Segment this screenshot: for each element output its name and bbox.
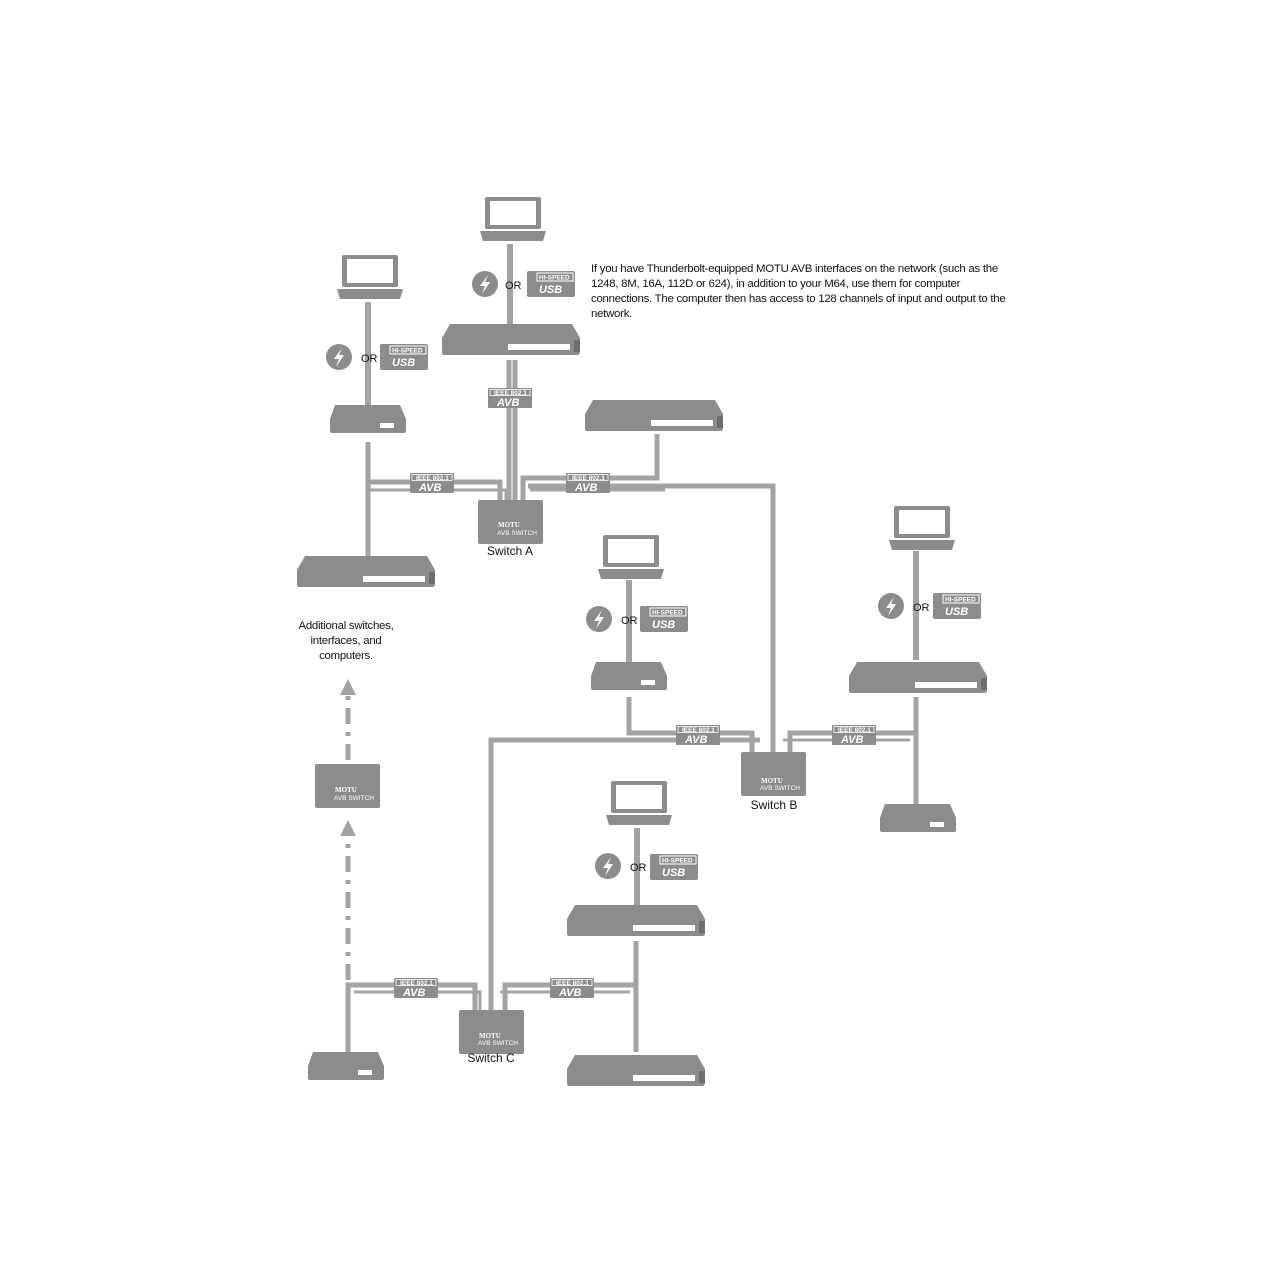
avb-badge-icon: IEEE 802.1 AVB <box>832 725 876 746</box>
svg-text:AVB: AVB <box>574 482 597 494</box>
connection-option: OR HI-SPEED USB <box>586 606 688 632</box>
svg-text:AVB SWITCH: AVB SWITCH <box>478 1040 518 1047</box>
usb-badge-icon: HI-SPEED USB <box>650 854 698 880</box>
usb-badge-icon: HI-SPEED USB <box>933 593 981 619</box>
connection-option: OR HI-SPEED USB <box>326 344 428 370</box>
svg-text:AVB: AVB <box>558 987 581 999</box>
or-label: OR <box>361 353 378 365</box>
svg-text:IEEE 802.1: IEEE 802.1 <box>572 475 605 482</box>
switch-a-label: Switch A <box>487 544 533 558</box>
svg-text:HI-SPEED: HI-SPEED <box>652 610 683 617</box>
svg-text:HI-SPEED: HI-SPEED <box>945 597 976 604</box>
svg-text:USB: USB <box>662 867 685 879</box>
svg-text:USB: USB <box>392 357 415 369</box>
switch-c: MOTU AVB SWITCH Switch C <box>459 1010 524 1065</box>
laptop-icon <box>480 197 546 241</box>
interface-icon <box>880 804 956 832</box>
interface-icon <box>585 400 723 431</box>
connection-option: OR HI-SPEED USB <box>595 853 698 880</box>
interface-icon <box>591 662 667 690</box>
additional-switch: MOTU AVB SWITCH <box>315 764 380 808</box>
svg-text:MOTU: MOTU <box>335 786 357 794</box>
thunderbolt-icon <box>595 853 621 879</box>
svg-text:USB: USB <box>539 284 562 296</box>
or-label: OR <box>505 280 522 292</box>
thunderbolt-icon <box>878 593 904 619</box>
interface-icon <box>330 405 406 433</box>
laptop-icon <box>337 255 403 299</box>
avb-badge-icon: IEEE 802.1 AVB <box>410 473 454 494</box>
svg-text:AVB: AVB <box>418 482 441 494</box>
switch-b-label: Switch B <box>751 798 798 812</box>
thunderbolt-note: If you have Thunderbolt-equipped MOTU AV… <box>591 263 1006 320</box>
laptop-icon <box>889 506 955 550</box>
svg-text:IEEE 802.1: IEEE 802.1 <box>494 390 527 397</box>
thunderbolt-icon <box>586 606 612 632</box>
svg-text:IEEE 802.1: IEEE 802.1 <box>838 727 871 734</box>
interface-icon <box>849 662 987 693</box>
usb-badge-icon: HI-SPEED USB <box>527 271 575 297</box>
svg-text:AVB: AVB <box>402 987 425 999</box>
svg-text:AVB: AVB <box>840 734 863 746</box>
connection-option: OR HI-SPEED USB <box>878 593 981 619</box>
or-label: OR <box>621 615 638 627</box>
svg-text:HI-SPEED: HI-SPEED <box>539 275 570 282</box>
interface-icon <box>297 556 435 587</box>
svg-text:USB: USB <box>945 606 968 618</box>
switch-b: MOTU AVB SWITCH Switch B <box>741 752 806 812</box>
svg-text:MOTU: MOTU <box>479 1032 501 1040</box>
or-label: OR <box>913 602 930 614</box>
additional-label: Additional switches, interfaces, and com… <box>298 620 394 662</box>
svg-text:AVB: AVB <box>684 734 707 746</box>
svg-text:MOTU: MOTU <box>498 521 520 529</box>
avb-badge-icon: IEEE 802.1 AVB <box>676 725 720 746</box>
interface-icon <box>308 1052 384 1080</box>
or-label: OR <box>630 862 647 874</box>
svg-text:USB: USB <box>652 619 675 631</box>
svg-text:HI-SPEED: HI-SPEED <box>662 858 693 865</box>
laptop-icon <box>606 781 672 825</box>
usb-badge-icon: HI-SPEED USB <box>640 606 688 632</box>
switch-c-label: Switch C <box>467 1051 515 1065</box>
dashed-arrows <box>340 679 356 980</box>
interface-icon <box>567 905 705 936</box>
avb-badge-icon: IEEE 802.1 AVB <box>566 473 610 494</box>
svg-text:IEEE 802.1: IEEE 802.1 <box>416 475 449 482</box>
svg-text:IEEE 802.1: IEEE 802.1 <box>556 980 589 987</box>
avb-badge-icon: IEEE 802.1 AVB <box>394 978 438 999</box>
thunderbolt-icon <box>326 344 352 370</box>
avb-badge-icon: IEEE 802.1 AVB <box>488 388 532 409</box>
svg-text:AVB SWITCH: AVB SWITCH <box>334 795 374 802</box>
connection-option: OR HI-SPEED USB <box>472 271 575 297</box>
thunderbolt-icon <box>472 271 498 297</box>
laptop-icon <box>598 535 664 579</box>
svg-text:AVB SWITCH: AVB SWITCH <box>760 785 800 792</box>
svg-text:IEEE 802.1: IEEE 802.1 <box>400 980 433 987</box>
svg-text:IEEE 802.1: IEEE 802.1 <box>682 727 715 734</box>
interface-icon <box>567 1055 705 1086</box>
svg-text:AVB: AVB <box>496 397 519 409</box>
svg-text:AVB SWITCH: AVB SWITCH <box>497 530 537 537</box>
usb-badge-icon: HI-SPEED USB <box>380 344 428 370</box>
svg-text:MOTU: MOTU <box>761 777 783 785</box>
switch-a: MOTU AVB SWITCH Switch A <box>478 500 543 558</box>
interface-icon <box>442 324 580 355</box>
svg-text:HI-SPEED: HI-SPEED <box>392 348 423 355</box>
avb-badge-icon: IEEE 802.1 AVB <box>550 978 594 999</box>
